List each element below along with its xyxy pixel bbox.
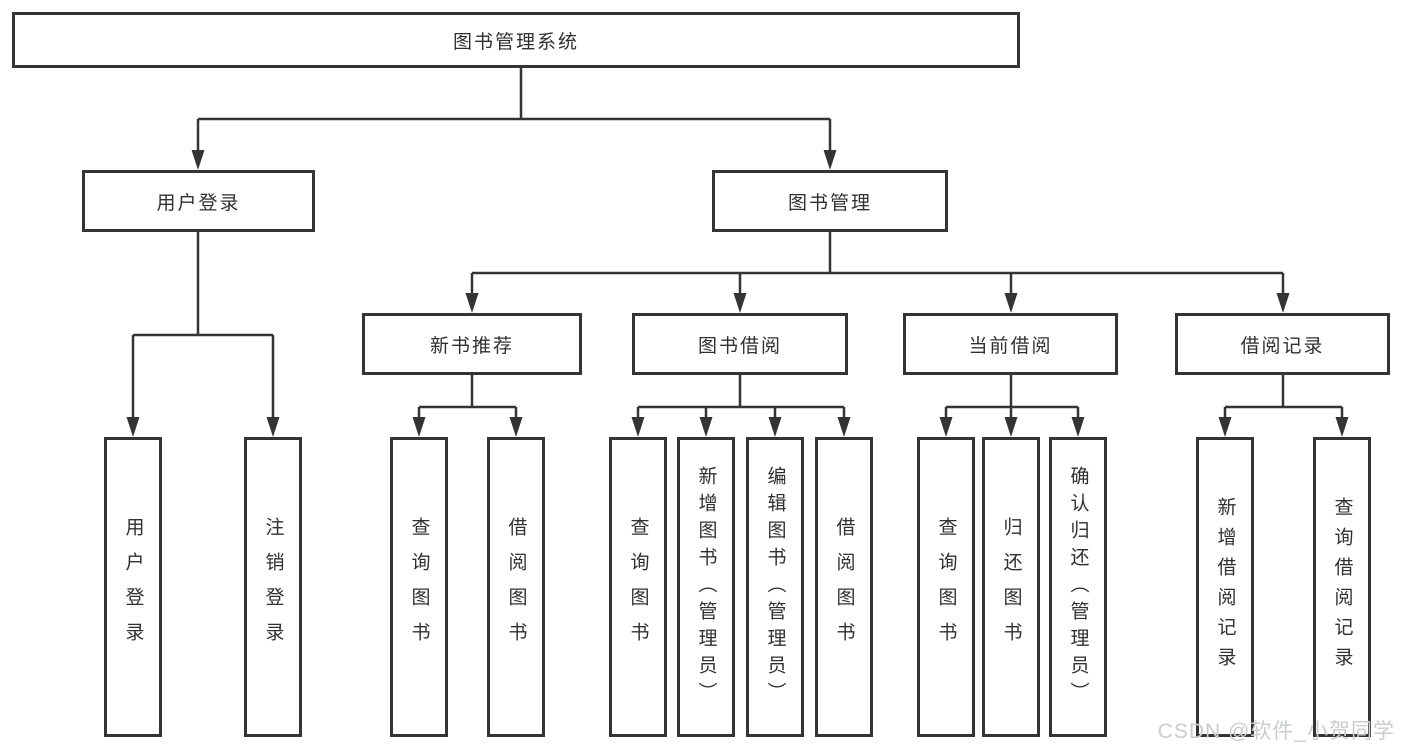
- leaf-confirm-return-admin-label: 确认归还（管理员）: [1067, 465, 1089, 709]
- leaf-borrow-books-label: 借阅图书: [833, 517, 855, 657]
- leaf-borrow-books: 借阅图书: [815, 437, 873, 737]
- connector-user-login-branch: [131, 232, 275, 419]
- leaf-borrow-books-recommend-label: 借阅图书: [505, 517, 527, 657]
- connector-leaf-branches: [417, 375, 1344, 419]
- leaf-query-books-recommend-label: 查询图书: [408, 517, 430, 657]
- leaf-add-borrow-record-label: 新增借阅记录: [1214, 497, 1236, 677]
- leaf-query-borrow-record-label: 查询借阅记录: [1331, 497, 1353, 677]
- node-borrow-records: 借阅记录: [1175, 313, 1390, 375]
- leaf-add-books-admin: 新增图书（管理员）: [677, 437, 735, 737]
- leaf-query-books-current: 查询图书: [917, 437, 975, 737]
- leaf-query-borrow-record: 查询借阅记录: [1313, 437, 1371, 737]
- leaf-logout-label: 注销登录: [262, 517, 284, 657]
- node-user-login: 用户登录: [82, 170, 315, 232]
- leaf-user-login-label: 用户登录: [122, 517, 144, 657]
- leaf-query-books-recommend: 查询图书: [390, 437, 448, 737]
- leaf-edit-books-admin: 编辑图书（管理员）: [746, 437, 804, 737]
- leaf-add-borrow-record: 新增借阅记录: [1196, 437, 1254, 737]
- leaf-query-books-borrow-label: 查询图书: [627, 517, 649, 657]
- arrowheads-level3: [465, 293, 1290, 313]
- arrowheads-level2: [191, 150, 837, 170]
- leaf-return-books: 归还图书: [982, 437, 1040, 737]
- connector-book-mgmt-branch: [470, 232, 1285, 295]
- connector-root-branch: [196, 68, 832, 152]
- leaf-borrow-books-recommend: 借阅图书: [487, 437, 545, 737]
- leaf-query-books-borrow: 查询图书: [609, 437, 667, 737]
- node-new-book-recommend: 新书推荐: [362, 313, 582, 375]
- leaf-confirm-return-admin: 确认归还（管理员）: [1049, 437, 1107, 737]
- leaf-logout: 注销登录: [244, 437, 302, 737]
- leaf-edit-books-admin-label: 编辑图书（管理员）: [764, 465, 786, 709]
- leaf-add-books-admin-label: 新增图书（管理员）: [695, 465, 717, 709]
- arrowheads-leaves: [126, 417, 1349, 437]
- node-root: 图书管理系统: [12, 12, 1020, 68]
- leaf-user-login: 用户登录: [104, 437, 162, 737]
- node-current-borrow: 当前借阅: [903, 313, 1118, 375]
- node-book-management: 图书管理: [712, 170, 948, 232]
- leaf-return-books-label: 归还图书: [1000, 517, 1022, 657]
- leaf-query-books-current-label: 查询图书: [935, 517, 957, 657]
- node-book-borrow: 图书借阅: [632, 313, 848, 375]
